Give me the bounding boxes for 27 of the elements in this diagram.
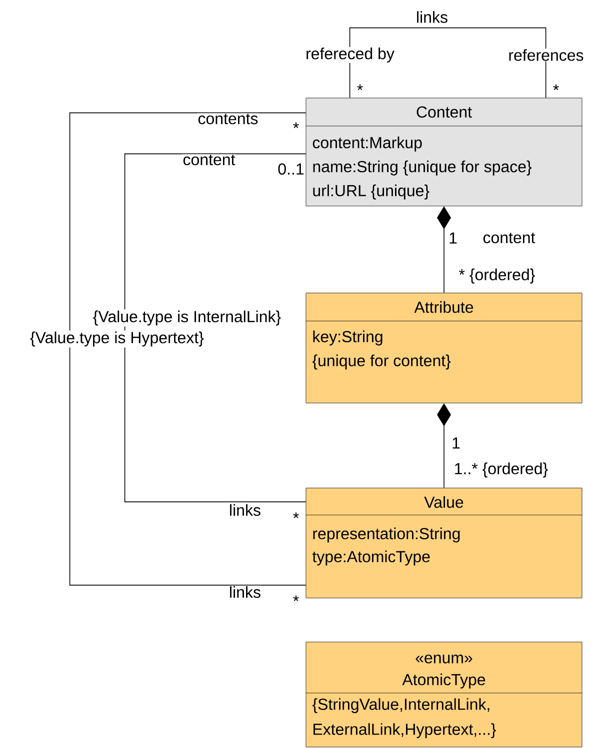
class-box: Value representation:String type:AtomicType (306, 488, 582, 598)
role-label: content (482, 232, 536, 244)
role-label: contents (197, 113, 259, 125)
role-label: links (228, 586, 262, 598)
role-label: * (292, 595, 300, 607)
class-box: «enum» AtomicType {StringValue,InternalLink, ExternalLink,Hypertext,...} (306, 642, 582, 748)
role-label: * (356, 84, 364, 96)
role-label: * {ordered} (458, 268, 536, 284)
edge-label: {Value.type is InternalLink} (92, 310, 282, 326)
role-label: 1 (448, 232, 458, 244)
role-label: references (508, 48, 584, 62)
role-label: refereced by (305, 47, 395, 63)
role-label: * (552, 84, 560, 96)
association-line (69, 112, 306, 586)
association-line (124, 153, 306, 502)
class-box: Attribute key:String {unique for content} (306, 292, 582, 404)
role-label: 1..* {ordered} (453, 462, 549, 478)
role-label: * (292, 512, 300, 524)
edge-label: {Value.type is Hypertext} (28, 330, 205, 348)
role-label: 1 (451, 437, 461, 449)
edge-label: links (415, 10, 449, 24)
class-box: Content content:Markup name:String {unique for space} url:URL {unique} (306, 98, 582, 206)
role-label: links (228, 504, 262, 516)
association-line (349, 27, 546, 98)
role-label: content (182, 154, 236, 166)
role-label: * (292, 122, 300, 134)
role-label: 0..1 (277, 162, 305, 176)
